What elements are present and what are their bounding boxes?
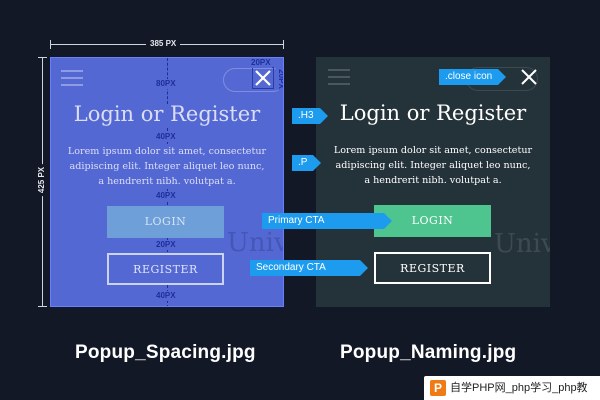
width-label: 385 PX [146,39,181,49]
menu-icon [328,69,350,85]
watermark-logo: P [430,380,446,396]
popup-title: Login or Register [339,101,527,125]
popup-paragraph: Lorem ipsum dolor sit amet, consectetur … [67,146,267,187]
background-word: Univ [227,228,284,258]
height-dimension: 425 PX [37,57,48,307]
close-icon[interactable] [519,67,539,87]
spacing-title-label: 40PX [155,132,177,142]
register-button[interactable]: REGISTER [374,252,491,284]
width-dimension: 385 PX [50,39,284,50]
spacing-paragraph-label: 40PX [155,191,177,201]
spacing-top-label: 80PX [155,79,177,89]
primary-cta-tag: Primary CTA [262,213,394,229]
login-button-spacing[interactable]: LOGIN [107,206,224,238]
spacing-bottom-label: 40PX [155,291,177,301]
secondary-cta-tag: Secondary CTA [250,260,368,276]
close-icon-tag: .close icon [439,69,507,85]
background-word: Univ [494,229,550,259]
naming-caption: Popup_Naming.jpg [340,342,517,363]
spacing-buttons-label: 20PX [155,240,177,250]
height-label: 425 PX [37,163,48,197]
close-spacing-right-label: 20PX [275,68,284,90]
spacing-caption: Popup_Spacing.jpg [75,342,256,363]
h3-tag: .H3 [292,108,328,124]
menu-icon [61,70,83,86]
site-watermark: P 自学PHP网_php学习_php教 [424,376,600,400]
login-button[interactable]: LOGIN [374,205,491,237]
watermark-text: 自学PHP网_php学习_php教 [450,382,588,394]
close-spacing-top-label: 20PX [250,58,272,68]
spacing-popup-panel: 20PX 20PX 80PX Login or Register 40PX Lo… [50,57,284,307]
background-pill [223,68,283,92]
popup-paragraph: Lorem ipsum dolor sit amet, consectetur … [333,145,533,186]
register-button-spacing[interactable]: REGISTER [107,253,224,285]
p-tag: .P [292,155,323,171]
popup-title: Login or Register [73,102,261,126]
close-icon[interactable] [252,67,274,89]
